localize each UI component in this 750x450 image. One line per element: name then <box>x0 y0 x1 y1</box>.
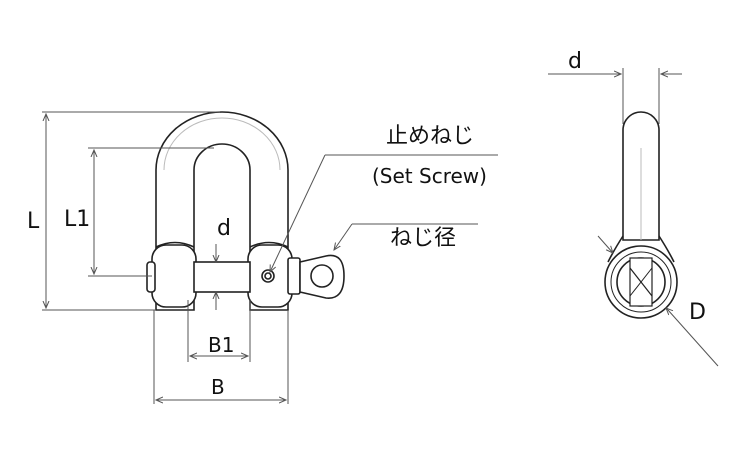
pin <box>193 261 251 293</box>
dim-side-d <box>548 68 682 124</box>
label-thread-dia: ねじ径 <box>390 226 456 251</box>
label-B: B <box>211 375 225 399</box>
dim-L1 <box>88 147 214 277</box>
dim-D <box>597 235 719 367</box>
shackle-front-view <box>146 111 345 311</box>
label-D: D <box>689 300 706 325</box>
leader-set-screw <box>270 154 498 272</box>
label-L1: L1 <box>64 207 90 232</box>
dim-L <box>42 111 220 311</box>
label-L: L <box>27 209 40 234</box>
label-set-screw-en: (Set Screw) <box>372 164 487 188</box>
label-side-d: d <box>568 49 582 74</box>
dim-B1 <box>187 300 251 362</box>
leader-thread <box>334 223 478 250</box>
dim-B <box>153 310 289 404</box>
label-B1: B1 <box>208 333 234 357</box>
shackle-side-view <box>604 111 678 319</box>
label-set-screw-jp: 止めねじ <box>386 124 474 149</box>
left-eye <box>151 244 197 308</box>
label-pin-d: d <box>217 216 231 241</box>
set-screw <box>261 269 275 283</box>
